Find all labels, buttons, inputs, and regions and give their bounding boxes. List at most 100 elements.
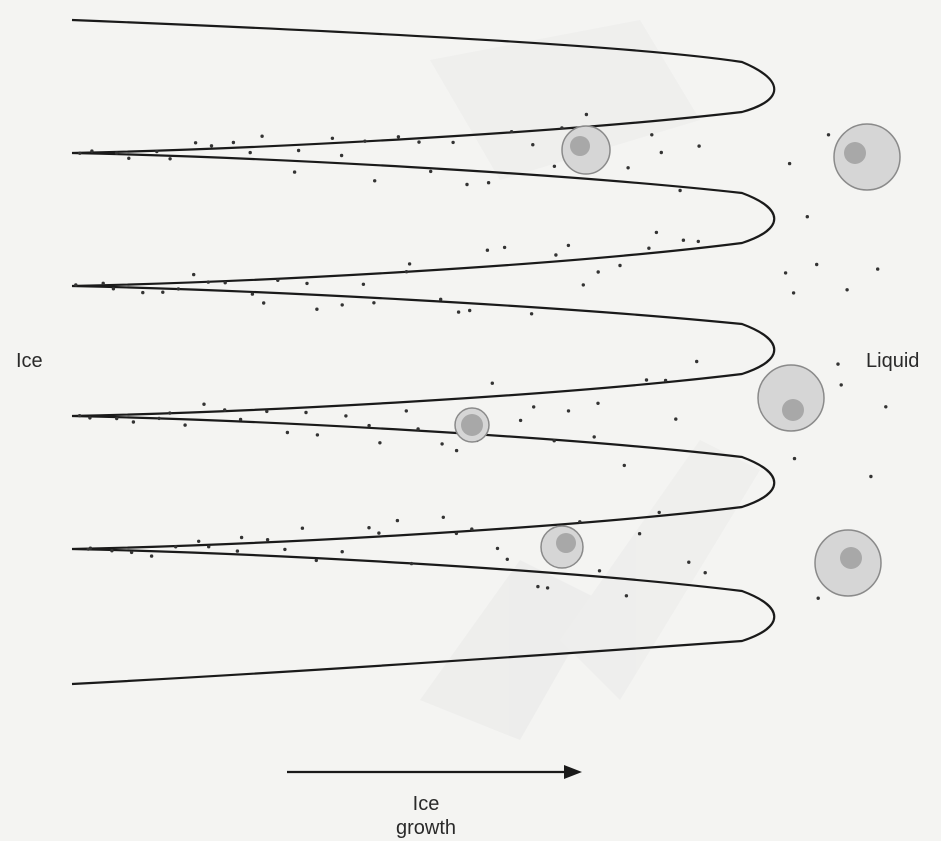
solute-particle [647, 247, 650, 250]
solute-particle [465, 183, 468, 186]
solute-particle [845, 288, 848, 291]
solute-particle [236, 549, 239, 552]
solute-particle [784, 271, 787, 274]
solute-particle [618, 264, 621, 267]
solute-particle [157, 417, 160, 420]
solute-particle [503, 246, 506, 249]
solute-particle [362, 283, 365, 286]
solute-particle [74, 283, 77, 286]
solute-particle [582, 283, 585, 286]
solute-particle [207, 280, 210, 283]
solute-particle [340, 154, 343, 157]
solute-particle [596, 402, 599, 405]
solute-particle [262, 301, 265, 304]
ice-growth-label-line2: growth [376, 816, 476, 840]
solute-particle [183, 423, 186, 426]
solute-particle [239, 418, 242, 421]
solute-particle [286, 431, 289, 434]
solute-particle [155, 150, 158, 153]
solute-particle [806, 215, 809, 218]
solute-particle [331, 137, 334, 140]
solute-particle [645, 378, 648, 381]
solute-particle [553, 165, 556, 168]
solute-particle [650, 133, 653, 136]
cell-nucleus [840, 547, 862, 569]
solute-particle [127, 157, 130, 160]
solute-particle [207, 545, 210, 548]
solute-particle [788, 162, 791, 165]
solute-particle [141, 291, 144, 294]
solute-particle [440, 442, 443, 445]
solute-particle [658, 511, 661, 514]
solute-particle [90, 149, 93, 152]
solute-particle [487, 181, 490, 184]
solute-particle [546, 586, 549, 589]
solute-particle [266, 538, 269, 541]
solute-particle [597, 270, 600, 273]
solute-particle [301, 527, 304, 530]
solute-particle [530, 312, 533, 315]
solute-particle [623, 464, 626, 467]
cell-nucleus [461, 414, 483, 436]
solute-particle [341, 550, 344, 553]
solute-particle [554, 253, 557, 256]
solute-particle [110, 549, 113, 552]
solute-particle [260, 135, 263, 138]
solute-particle [315, 559, 318, 562]
solute-particle [88, 416, 91, 419]
solute-particle [177, 287, 180, 290]
cell-body [834, 124, 900, 190]
solute-particle [704, 571, 707, 574]
solute-particle [373, 179, 376, 182]
solute-particle [372, 301, 375, 304]
solute-particle [194, 141, 197, 144]
solute-particle [223, 408, 226, 411]
solute-particle [293, 170, 296, 173]
solute-particle [496, 547, 499, 550]
solute-particle [202, 403, 205, 406]
solute-particles [74, 113, 887, 600]
solute-particle [168, 157, 171, 160]
solute-particle [560, 126, 563, 129]
solute-particle [377, 531, 380, 534]
solute-particle [593, 435, 596, 438]
solute-particle [536, 585, 539, 588]
solute-particle [102, 282, 105, 285]
ice-growth-label-line1: Ice [376, 792, 476, 816]
solute-particle [817, 597, 820, 600]
solute-particle [836, 362, 839, 365]
solute-particle [115, 417, 118, 420]
solute-particle [638, 532, 641, 535]
solute-particle [251, 292, 254, 295]
solute-particle [840, 383, 843, 386]
solute-particle [486, 249, 489, 252]
solute-particle [455, 449, 458, 452]
solute-particle [341, 303, 344, 306]
solute-particle [304, 411, 307, 414]
solute-particle [697, 144, 700, 147]
solute-particle [531, 143, 534, 146]
solute-particle [626, 166, 629, 169]
ice-growth-arrow [287, 765, 582, 779]
solute-particle [567, 409, 570, 412]
solute-particle [869, 475, 872, 478]
solute-particle [674, 417, 677, 420]
solute-particle [506, 558, 509, 561]
solute-particle [192, 273, 195, 276]
solute-particle [405, 270, 408, 273]
solute-particle [682, 239, 685, 242]
solute-particle [89, 547, 92, 550]
solute-particle [305, 282, 308, 285]
solute-particle [316, 433, 319, 436]
solute-particle [439, 298, 442, 301]
cell-nucleus [844, 142, 866, 164]
solute-particle [655, 231, 658, 234]
solute-particle [457, 310, 460, 313]
solute-particle [276, 279, 279, 282]
solute-particle [240, 536, 243, 539]
solute-particle [578, 520, 581, 523]
solute-particle [792, 291, 795, 294]
solute-particle [130, 551, 133, 554]
solute-particle [695, 360, 698, 363]
solute-particle [660, 151, 663, 154]
